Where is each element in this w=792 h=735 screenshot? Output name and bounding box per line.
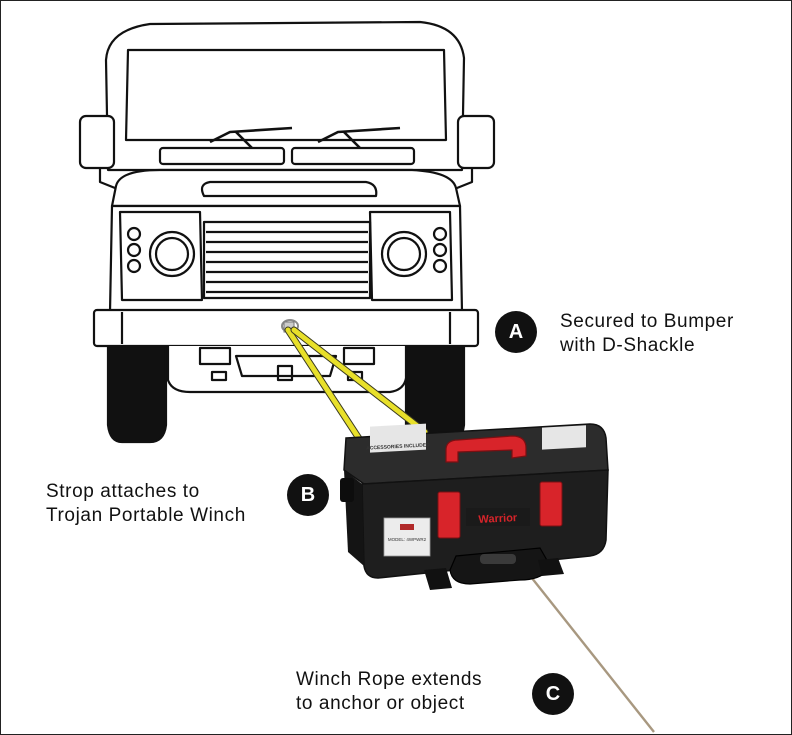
callout-a-text: Secured to Bumper with D-Shackle [560, 310, 734, 358]
callout-a-badge: A [495, 311, 537, 353]
callout-c-line-2: to anchor or object [296, 693, 465, 714]
vehicle-illustration [78, 20, 496, 444]
winch-rope [515, 557, 655, 733]
left-headlight [148, 230, 196, 278]
callout-a-line-2: with D-Shackle [560, 335, 696, 356]
callout-b-line-1: Strop attaches to [46, 481, 200, 502]
callout-b-badge: B [287, 474, 329, 516]
callout-a-line-1: Secured to Bumper [560, 311, 734, 332]
callout-c-badge: C [532, 673, 574, 715]
right-headlight [380, 230, 428, 278]
recovery-strop [284, 326, 429, 444]
winch-sticker-label: ACCESSORIES INCLUDED [366, 442, 430, 451]
winch-brand-label: Warrior [478, 512, 518, 526]
left-tyre [106, 338, 168, 444]
callout-c-line-1: Winch Rope extends [296, 669, 483, 690]
callout-b-line-2: Trojan Portable Winch [46, 505, 246, 526]
winch-model-label: MODEL: 4WPWR2 [388, 537, 427, 542]
portable-winch-case [340, 423, 609, 590]
callout-c-text: Winch Rope extends to anchor or object [296, 668, 482, 716]
callout-b-text: Strop attaches to Trojan Portable Winch [46, 480, 246, 528]
